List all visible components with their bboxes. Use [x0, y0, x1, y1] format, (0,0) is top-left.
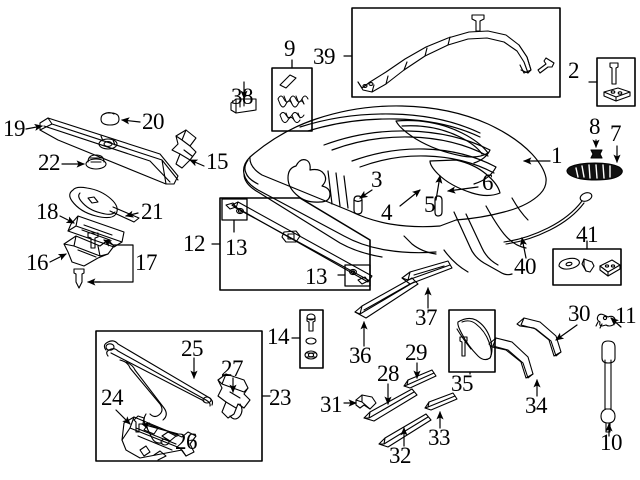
callout-13-lower[interactable]: 13	[305, 264, 328, 289]
callout-39[interactable]: 39	[313, 44, 336, 69]
callout-10[interactable]: 10	[600, 430, 623, 455]
callout-35[interactable]: 35	[451, 371, 474, 396]
callout-38[interactable]: 38	[231, 84, 254, 109]
callout-31[interactable]: 31	[320, 392, 343, 417]
callout-19[interactable]: 19	[3, 116, 26, 141]
part-34-rail-left	[488, 337, 534, 379]
box-35-corner-group	[448, 309, 496, 373]
part-20-grommet	[100, 111, 120, 126]
callout-37[interactable]: 37	[415, 305, 438, 330]
part-40-tension-cable	[503, 192, 593, 245]
part-21-seal-retainer	[69, 186, 140, 223]
part-31-end-cap	[355, 394, 377, 410]
part-32-rail-strip-lower	[378, 413, 432, 448]
callout-2[interactable]: 2	[568, 58, 580, 83]
part-8-clip	[590, 149, 603, 159]
part-17-bolt-upper	[87, 232, 99, 249]
part-37-side-rail-trim-rear	[401, 260, 453, 285]
callout-15[interactable]: 15	[206, 149, 229, 174]
callout-20[interactable]: 20	[142, 109, 165, 134]
callout-17[interactable]: 17	[135, 250, 158, 275]
box-39-front-bow-group	[351, 7, 561, 98]
callout-14[interactable]: 14	[267, 324, 290, 349]
callout-6[interactable]: 6	[482, 170, 494, 195]
callout-12[interactable]: 12	[183, 231, 206, 256]
part-19-header-rail	[39, 117, 179, 185]
part-10-gas-strut	[600, 340, 616, 433]
callout-3[interactable]: 3	[371, 167, 383, 192]
callout-28[interactable]: 28	[377, 361, 400, 386]
part-16-hinge-bracket	[63, 235, 115, 267]
callout-13-upper[interactable]: 13	[225, 235, 248, 260]
callout-22[interactable]: 22	[38, 150, 61, 175]
part-30-rail-right	[516, 317, 562, 357]
part-1-convertible-top-assembly	[243, 105, 547, 276]
part-11-ball-stud	[595, 313, 617, 329]
callout-9[interactable]: 9	[284, 36, 296, 61]
callout-30[interactable]: 30	[568, 301, 591, 326]
part-7-grille	[566, 162, 623, 181]
part-28-rail-strip-long	[363, 388, 418, 422]
leader-lines	[25, 55, 622, 447]
callout-11[interactable]: 11	[615, 303, 637, 328]
callout-33[interactable]: 33	[428, 425, 451, 450]
callout-29[interactable]: 29	[405, 340, 428, 365]
callout-7[interactable]: 7	[610, 121, 622, 146]
callout-16[interactable]: 16	[26, 250, 49, 275]
part-15-latch-hook	[171, 129, 197, 169]
box-14-hardware-group	[291, 309, 324, 369]
box-12-side-rail-group	[211, 197, 373, 291]
part-17-bolt-lower	[73, 268, 85, 289]
box-9-springs-group	[271, 59, 313, 132]
part-38-clip	[230, 98, 257, 114]
callout-27[interactable]: 27	[221, 356, 244, 381]
callout-41[interactable]: 41	[576, 222, 599, 247]
part-22-capnut	[85, 154, 107, 170]
callout-25[interactable]: 25	[181, 336, 204, 361]
part-18-trim-pad	[67, 215, 125, 248]
callout-36[interactable]: 36	[349, 343, 372, 368]
callout-21[interactable]: 21	[141, 199, 164, 224]
callout-26[interactable]: 26	[175, 429, 198, 454]
callout-24[interactable]: 24	[101, 385, 124, 410]
callout-40[interactable]: 40	[514, 254, 537, 279]
part-29-rail-strip-short-upper	[403, 369, 437, 389]
callout-34[interactable]: 34	[525, 393, 548, 418]
callout-5[interactable]: 5	[424, 192, 436, 217]
callout-4[interactable]: 4	[381, 200, 393, 225]
callout-23[interactable]: 23	[269, 385, 292, 410]
callout-18[interactable]: 18	[36, 199, 59, 224]
callout-32[interactable]: 32	[389, 443, 412, 468]
part-33-rail-strip-short-lower	[424, 392, 458, 411]
callout-8[interactable]: 8	[589, 114, 601, 139]
part-36-side-rail-trim-front	[354, 277, 419, 319]
callout-1[interactable]: 1	[551, 143, 563, 168]
